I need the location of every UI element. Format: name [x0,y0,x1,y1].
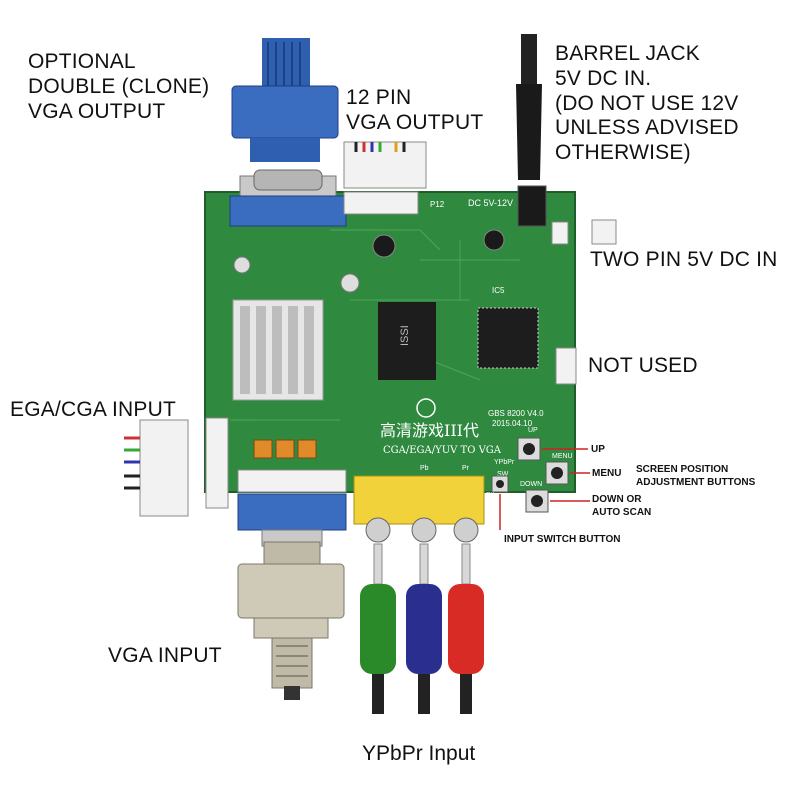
vga-in-port [237,469,347,547]
vga-input-label: VGA INPUT [108,644,222,667]
12pin-vga-line: 12 PIN [346,86,412,109]
pr-label: Pr [462,465,470,472]
button-down[interactable] [525,489,549,513]
down-auto-line: DOWN OR [592,494,642,505]
potentiometers [253,439,317,459]
barrel-jack-line: (DO NOT USE 12V [555,91,739,115]
down-board-label: DOWN [520,481,542,488]
sw-label: SW [497,471,509,478]
screen-position-label: SCREEN POSITION ADJUSTMENT BUTTONS [636,464,755,489]
leader-lines [499,448,590,530]
up-board-label: UP [528,427,538,434]
vga-input-cable [237,541,345,700]
screen-position-line: ADJUSTMENT BUTTONS [636,476,756,488]
barrel-jack-plug [516,34,547,227]
pb-label: Pb [420,465,429,472]
12pin-vga-line: VGA OUTPUT [346,110,484,134]
unused-connector [555,347,577,385]
two-pin-connector [551,219,617,245]
input-switch-label: INPUT SWITCH BUTTON [504,534,621,545]
capacitor [340,273,360,293]
p12-label: P12 [430,200,445,209]
12pin-vga-label: 12 PIN VGA OUTPUT [346,86,483,136]
two-pin-label: TWO PIN 5V DC IN [590,248,778,271]
chinese-title: 高清游戏III代 [380,421,479,440]
button-input-switch[interactable] [491,475,509,493]
capacitor [483,229,505,251]
capacitor [372,234,396,258]
down-auto-line: AUTO SCAN [592,506,652,518]
chip-label: ISSI [399,325,411,346]
clone-vga-label: OPTIONAL DOUBLE (CLONE) VGA OUTPUT [28,50,209,124]
rca-cable-red [448,543,484,714]
up-label: UP [591,444,605,455]
dc-label: DC 5V-12V [468,198,513,208]
board-subtitle: CGA/EGA/YUV TO VGA [383,445,502,456]
clone-vga-line: DOUBLE (CLONE) [28,74,210,98]
model-label: GBS 8200 V4.0 [488,409,544,418]
ega-cga-connector [124,417,229,517]
p2-label: P2 [486,492,495,499]
ega-cga-label: EGA/CGA INPUT [10,398,176,421]
12pin-connector [343,141,427,215]
down-auto-label: DOWN OR AUTO SCAN [592,494,651,519]
screen-position-line: SCREEN POSITION [636,464,729,475]
button-menu[interactable] [545,461,569,485]
barrel-jack-line: OTHERWISE) [555,141,691,165]
issi-chip [378,302,436,380]
not-used-label: NOT USED [588,354,698,377]
auto-board-label: AUTO [498,506,518,513]
barrel-jack-line: UNLESS ADVISED [555,116,739,140]
capacitor [233,256,251,274]
rca-cable-green [360,543,396,714]
ic5-label: IC5 [492,286,505,295]
ypbpr-port-label: YPbPr [494,459,515,466]
date-label: 2015.04.10 [492,419,533,428]
button-up[interactable] [517,437,541,461]
ypbpr-input-label: YPbPr Input [362,742,476,765]
clone-vga-line: VGA OUTPUT [28,99,166,123]
menu-label: MENU [592,468,622,479]
rca-jacks [353,475,485,543]
clone-vga-line: OPTIONAL [28,50,136,73]
processor-chip [477,307,539,369]
barrel-jack-label: BARREL JACK 5V DC IN. (DO NOT USE 12V UN… [555,42,739,166]
vga-out-port [229,169,347,227]
heatsink [232,299,324,401]
logo-circle [416,398,436,418]
rca-cable-blue [406,543,442,714]
menu-board-label: MENU [552,453,573,460]
barrel-jack-line: BARREL JACK [555,42,700,65]
barrel-jack-line: 5V DC IN. [555,66,652,90]
clone-vga-connector [231,38,339,162]
